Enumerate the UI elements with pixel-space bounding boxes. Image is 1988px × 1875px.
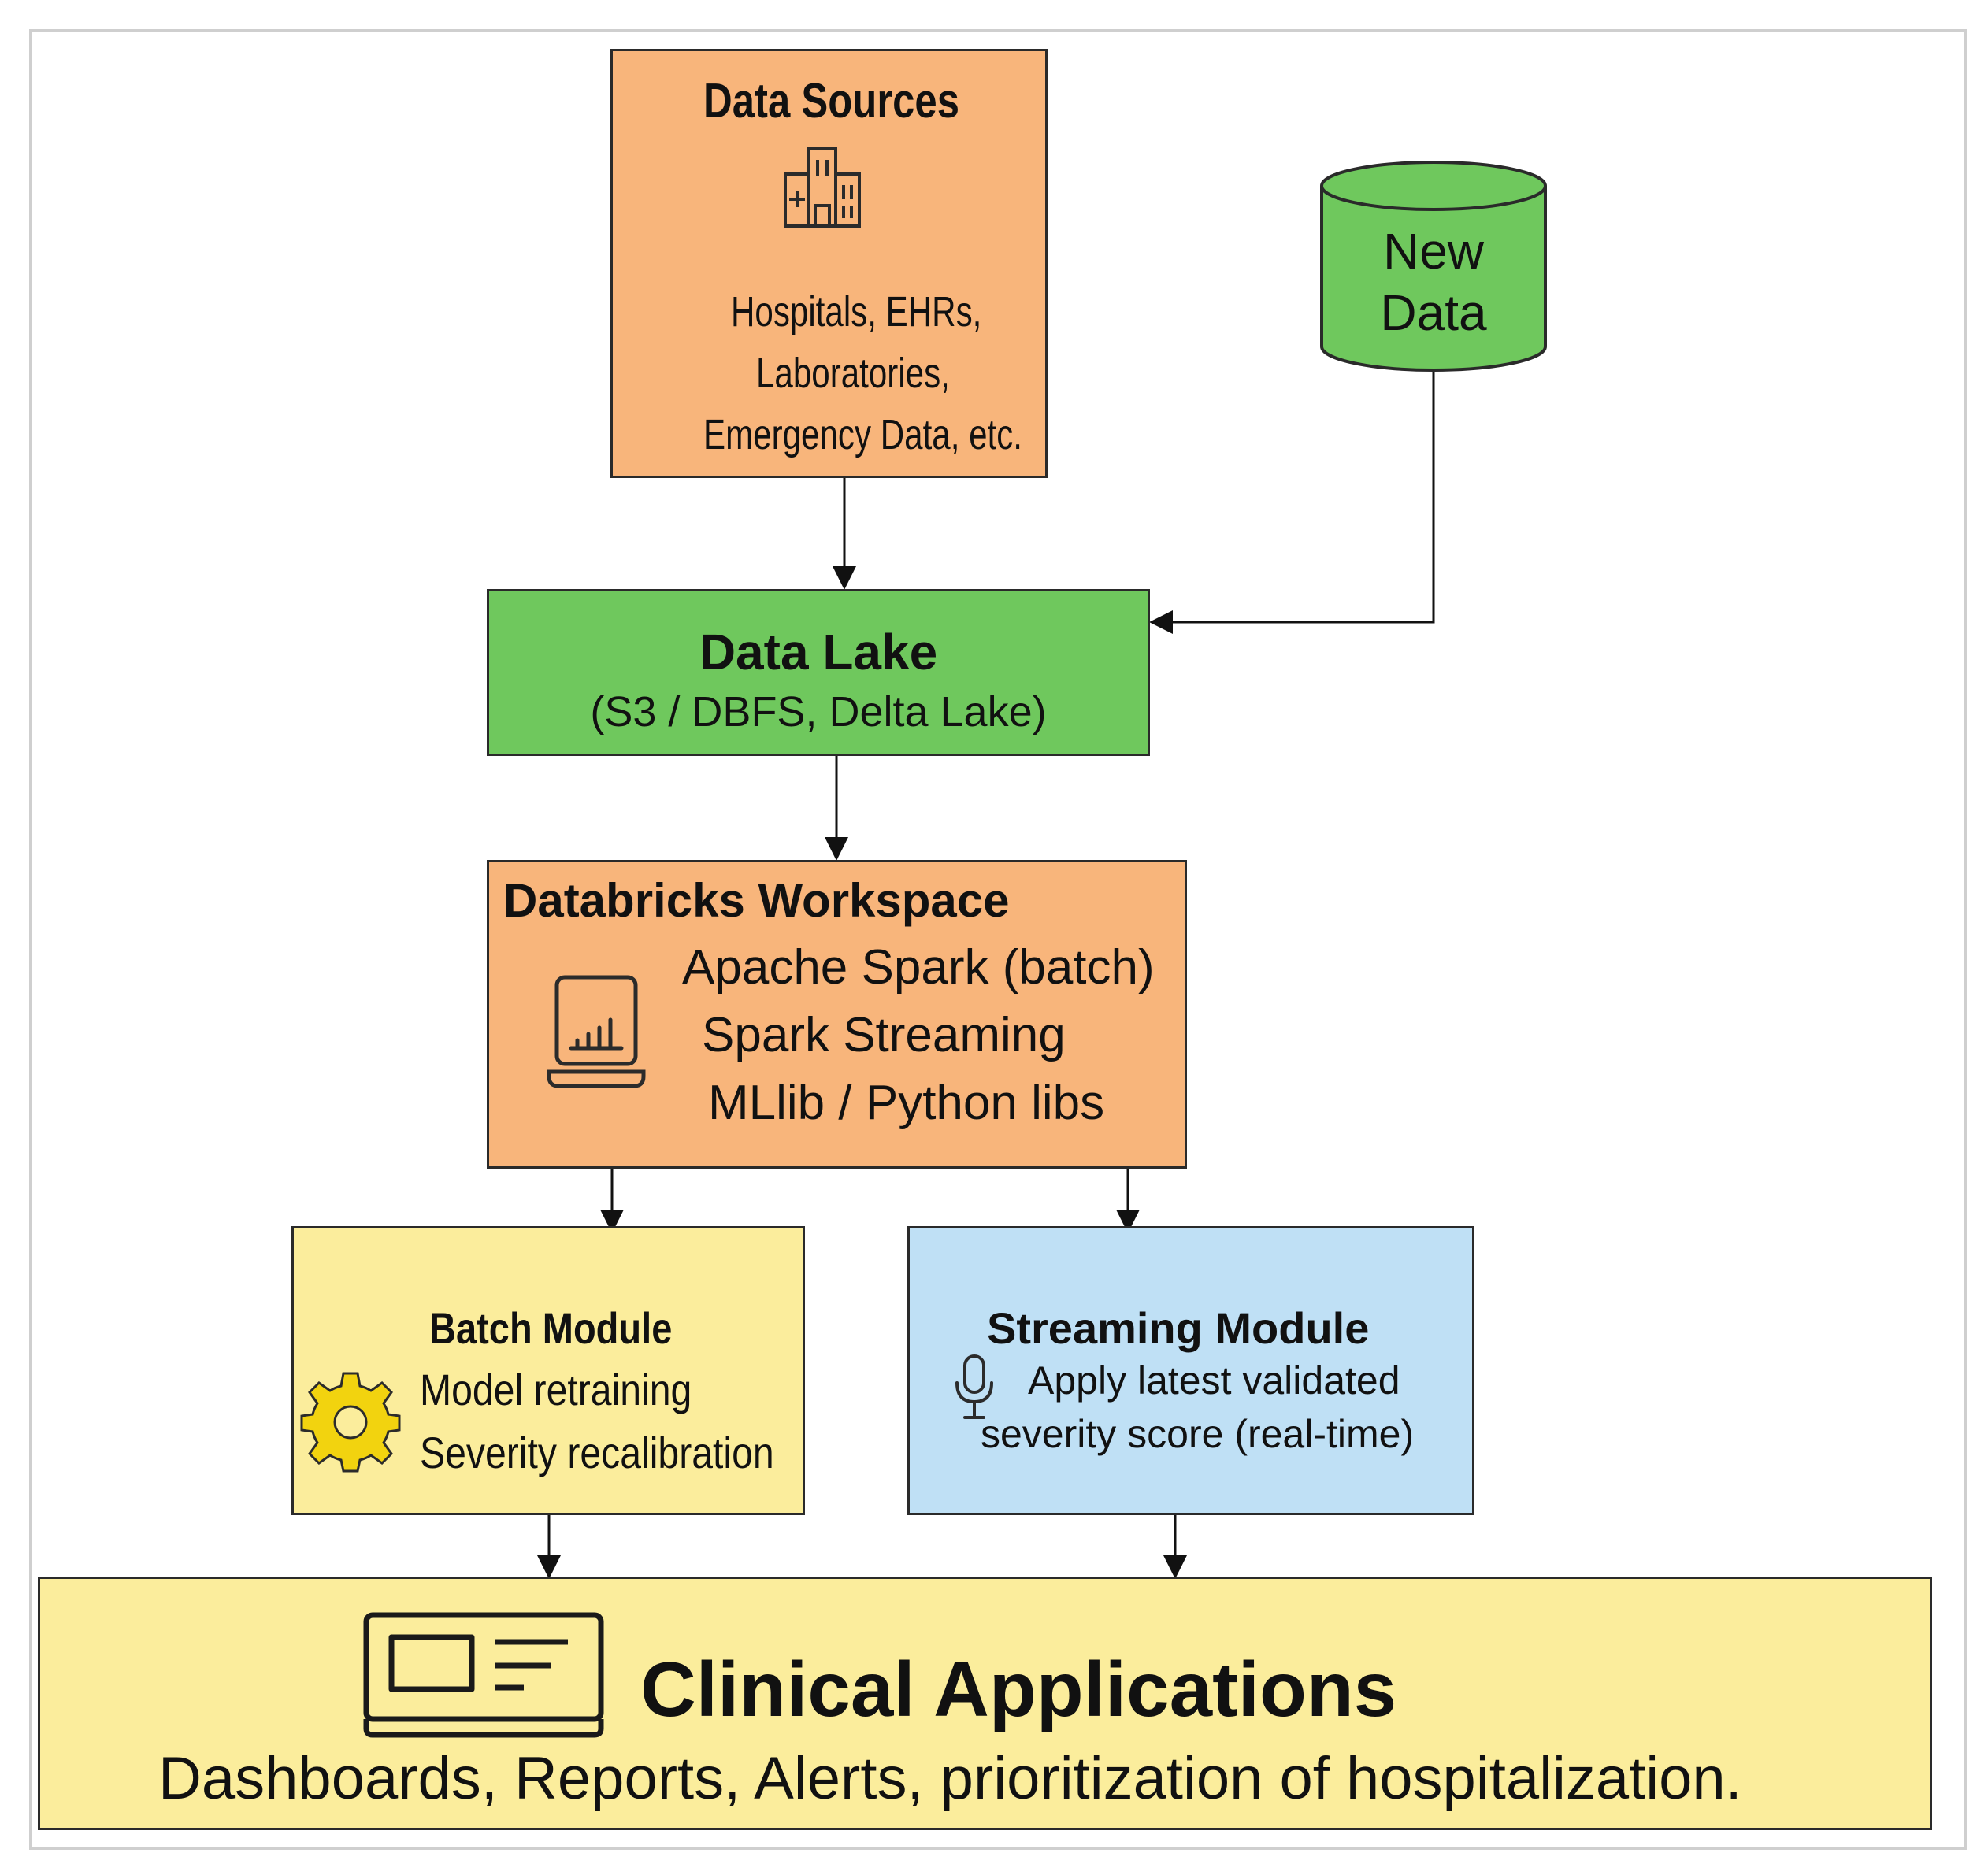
new-data-cylinder: [1320, 161, 1547, 372]
laptop-chart-icon: [547, 975, 646, 1088]
workspace-line-1: Apache Spark (batch): [682, 940, 1155, 995]
streaming-title: Streaming Module: [987, 1303, 1370, 1353]
data-sources-box: Data Sources Hospitals, EHRs, Laboratori…: [610, 49, 1048, 478]
batch-line-2: Severity recalibration: [420, 1428, 774, 1477]
data-sources-title: Data Sources: [703, 74, 959, 128]
streaming-line-1: Apply latest validated: [1028, 1358, 1400, 1403]
data-sources-line-1: Hospitals, EHRs,: [731, 288, 982, 335]
data-sources-line-2: Laboratories,: [756, 350, 950, 397]
arrow-newdata-to-lake: [1149, 370, 1435, 634]
databricks-workspace-box: Databricks Workspace Apache Spark (batch…: [487, 860, 1187, 1169]
clinical-applications-box: Clinical Applications Dashboards, Report…: [38, 1577, 1932, 1830]
clinical-title: Clinical Applications: [640, 1646, 1397, 1732]
batch-line-1: Model retraining: [420, 1365, 692, 1414]
clinical-subtitle: Dashboards, Reports, Alerts, prioritizat…: [158, 1745, 1742, 1812]
workspace-line-3: MLlib / Python libs: [708, 1076, 1105, 1130]
workspace-line-2: Spark Streaming: [702, 1008, 1066, 1062]
data-lake-title: Data Lake: [699, 624, 938, 680]
monitor-dashboard-icon: [363, 1612, 604, 1738]
workspace-title: Databricks Workspace: [503, 874, 1010, 927]
batch-module-box: Batch Module Model retraining Severity r…: [291, 1226, 805, 1515]
gear-icon: [300, 1372, 401, 1473]
microphone-icon: [955, 1354, 993, 1419]
batch-title: Batch Module: [429, 1303, 673, 1353]
streaming-module-box: Streaming Module Apply latest validated …: [907, 1226, 1474, 1515]
new-data-label-1: New: [1382, 223, 1485, 280]
streaming-line-2: severity score (real-time): [981, 1412, 1415, 1456]
hospital-building-icon: [784, 147, 861, 228]
data-sources-line-3: Emergency Data, etc.: [703, 411, 1023, 458]
data-lake-box: Data Lake (S3 / DBFS, Delta Lake): [487, 589, 1150, 756]
new-data-label-2: Data: [1380, 284, 1487, 341]
data-lake-subtitle: (S3 / DBFS, Delta Lake): [590, 688, 1047, 736]
